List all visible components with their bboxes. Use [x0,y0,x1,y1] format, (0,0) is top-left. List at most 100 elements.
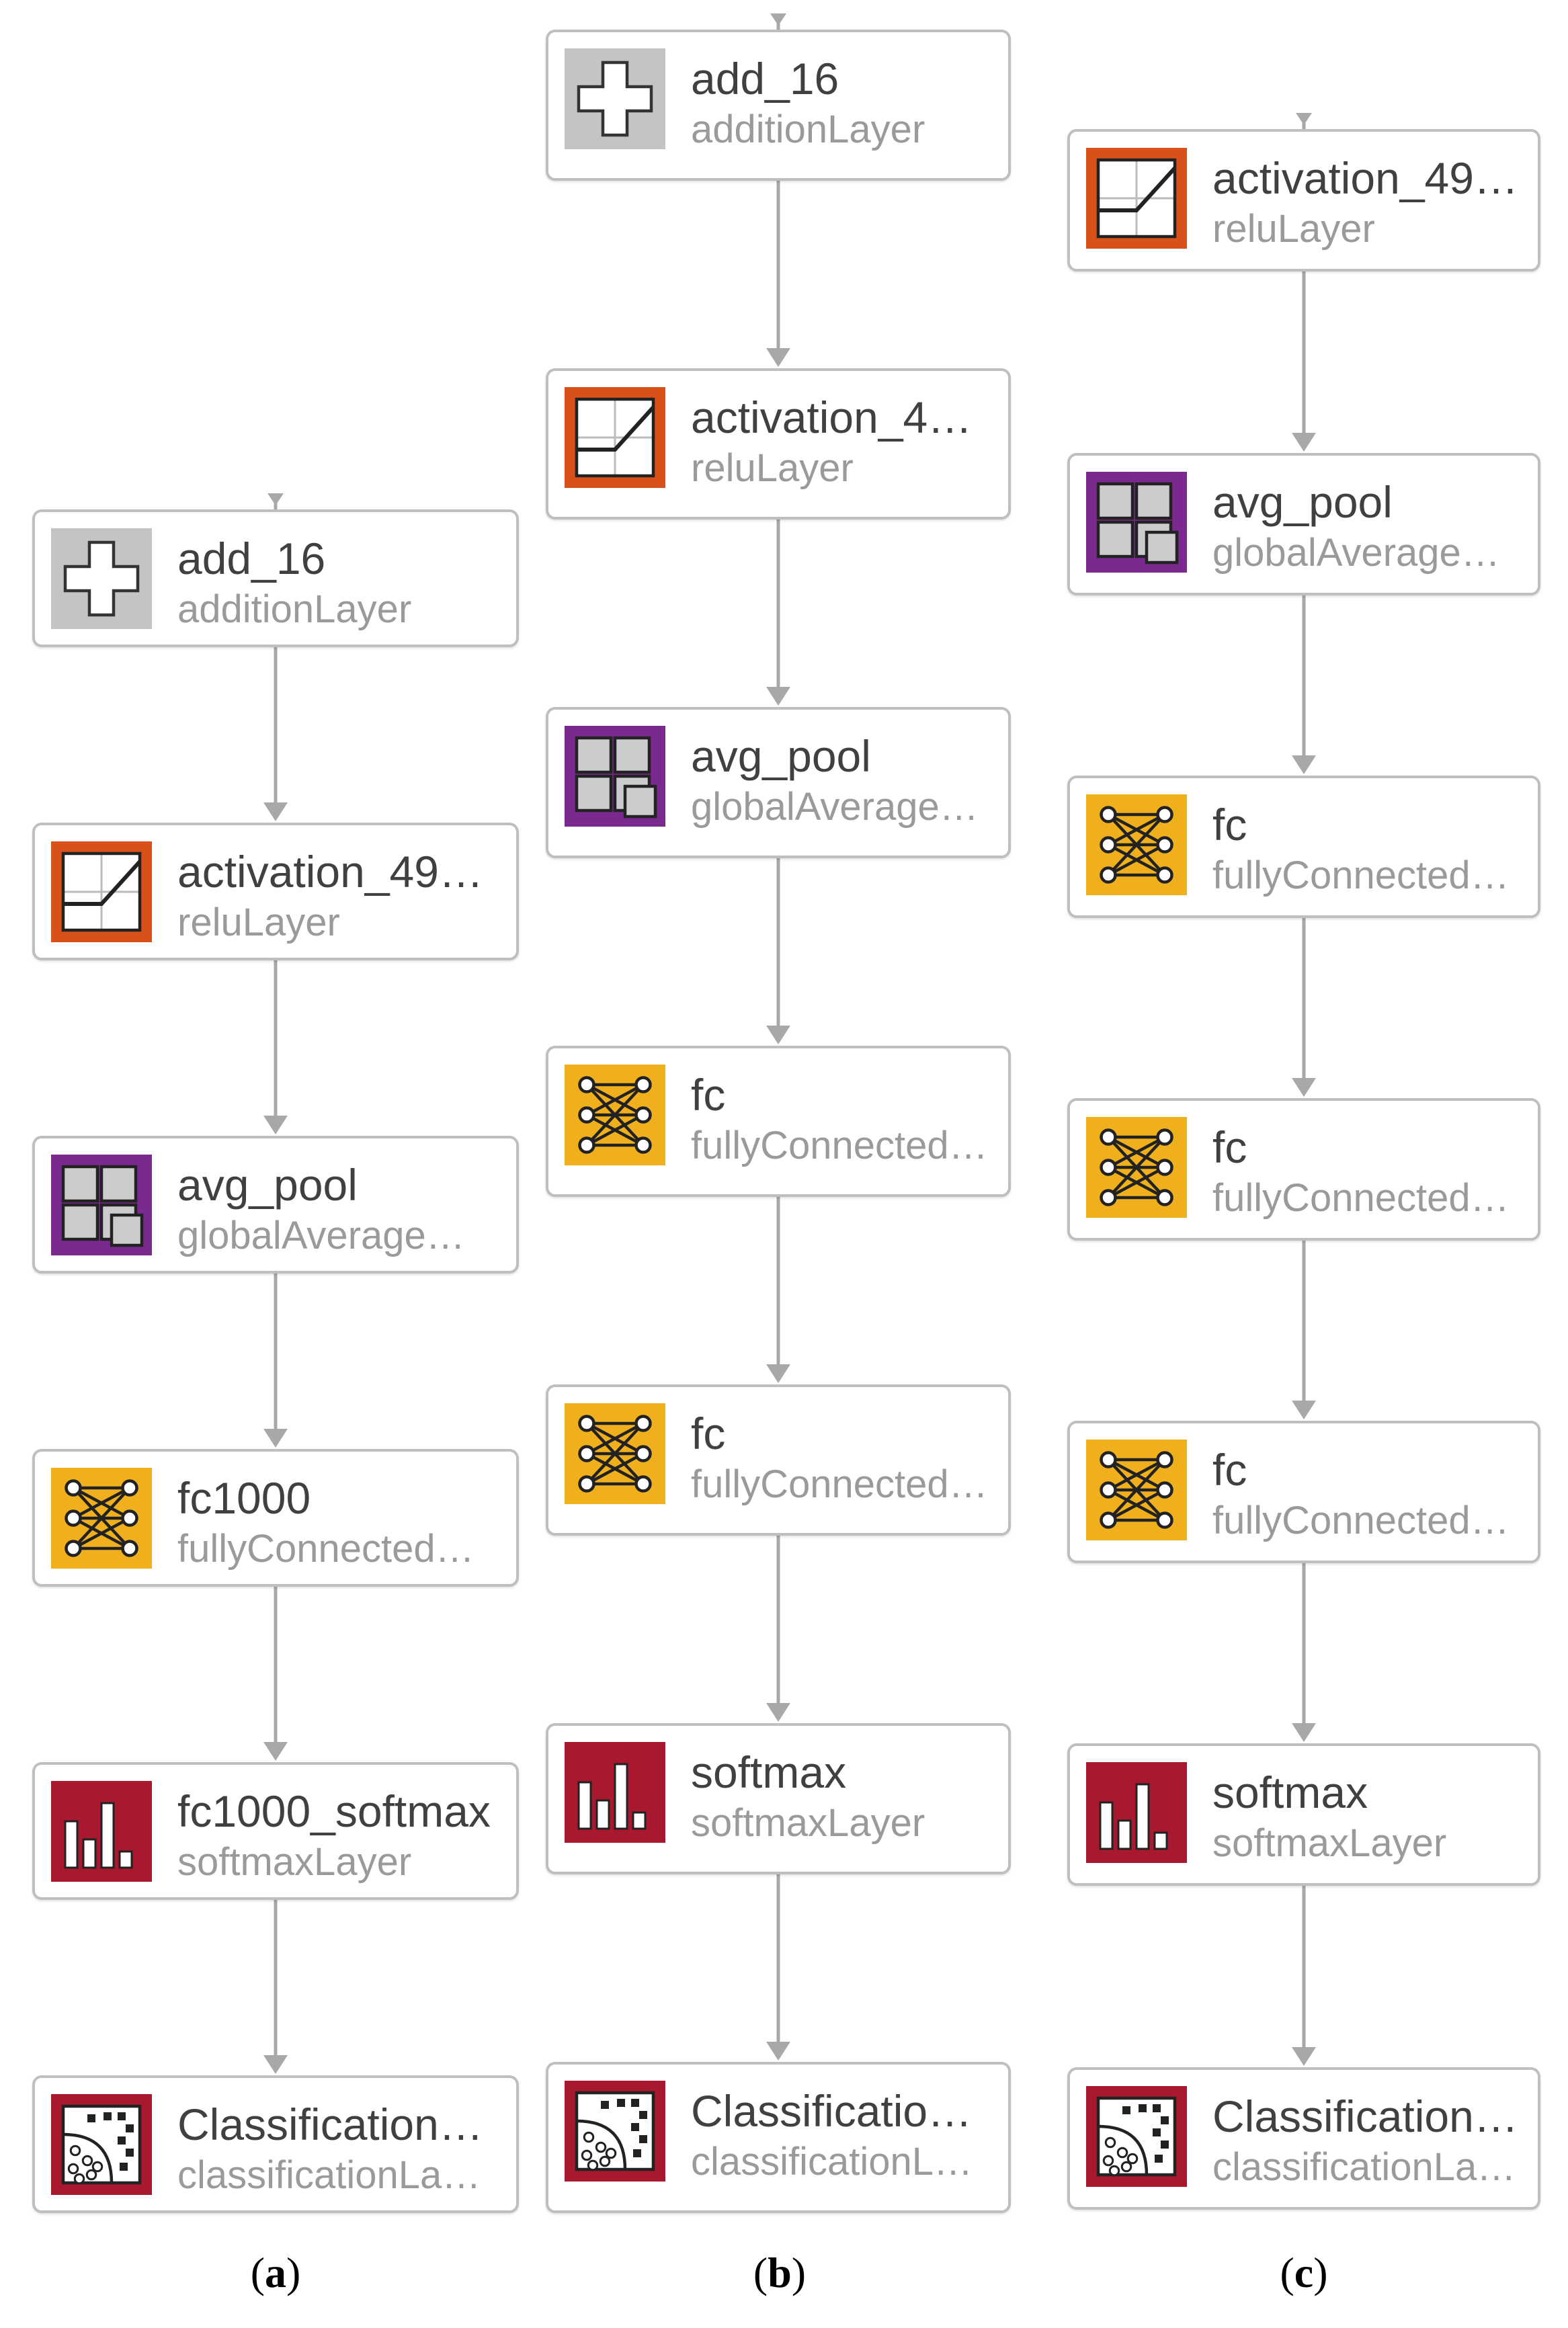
layer-type: fullyConnected… [1212,1499,1510,1542]
node-b-3[interactable]: fc fullyConnected… [546,1046,1011,1197]
node-b-1[interactable]: activation_49… reluLayer [546,368,1011,519]
classification-icon [565,2081,665,2181]
relu-icon-graphic [565,387,665,488]
relu-icon [565,387,665,488]
edge-c-in [1296,113,1312,129]
layer-name: Classification… [1212,2091,1518,2141]
fully-connected-icon-graphic [565,1065,665,1165]
node-c-3[interactable]: fc fullyConnected… [1067,1098,1540,1241]
fully-connected-icon [51,1468,152,1569]
edge-a-0 [263,647,288,821]
fully-connected-icon [1086,1117,1187,1218]
edge-c-0 [1292,272,1316,452]
node-b-5[interactable]: softmax softmaxLayer [546,1723,1011,1874]
node-c-6[interactable]: Classification… classificationLa… [1067,2067,1540,2210]
fully-connected-icon [1086,794,1187,895]
layer-type: globalAverage… [1212,531,1500,575]
classification-icon-graphic [1086,2086,1187,2187]
layer-type: globalAverage… [691,785,979,829]
layer-name: fc1000_softmax [177,1786,491,1836]
relu-icon-graphic [51,841,152,942]
layer-type: globalAverage… [177,1214,465,1257]
fully-connected-icon-graphic [51,1468,152,1569]
node-c-1[interactable]: avg_pool globalAverage… [1067,453,1540,595]
layer-type: classificationLa… [1212,2145,1516,2189]
node-a-3[interactable]: fc1000 fullyConnected… [32,1449,519,1587]
subfigure-label-c: (c) [1280,2249,1328,2296]
relu-icon [1086,148,1187,249]
column-b: add_16 additionLayer activation_49… relu… [0,0,1011,2213]
avg-pool-icon [51,1155,152,1255]
node-b-2[interactable]: avg_pool globalAverage… [546,707,1011,858]
fully-connected-icon-graphic [1086,1440,1187,1540]
fully-connected-icon-graphic [1086,1117,1187,1218]
layer-type: fullyConnected… [1212,854,1510,897]
edge-b-in [770,13,786,30]
node-c-4[interactable]: fc fullyConnected… [1067,1421,1540,1563]
classification-icon-graphic [565,2081,665,2181]
relu-icon-graphic [1086,148,1187,249]
layer-type: softmaxLayer [1212,1821,1447,1865]
layer-type: fullyConnected… [691,1462,988,1506]
layer-name: softmax [691,1747,847,1797]
edge-b-5 [766,1874,790,2061]
node-a-5[interactable]: Classification… classificationLa… [32,2075,519,2213]
edge-b-2 [766,858,790,1044]
edge-a-3 [263,1587,288,1761]
layer-name: activation_49… [177,847,483,897]
classification-icon [1086,2086,1187,2187]
node-c-2[interactable]: fc fullyConnected… [1067,776,1540,918]
layer-name: fc [1212,800,1247,849]
avg-pool-icon-graphic [51,1155,152,1255]
node-a-0[interactable]: add_16 additionLayer [32,509,519,647]
fully-connected-icon [565,1065,665,1165]
softmax-icon-graphic [51,1781,152,1882]
node-a-4[interactable]: fc1000_softmax softmaxLayer [32,1762,519,1900]
layer-type: reluLayer [177,901,340,944]
relu-icon [51,841,152,942]
edge-a-in [267,493,284,509]
column-c: activation_49… reluLayer avg_pool global… [0,0,1540,2210]
avg-pool-icon-graphic [1086,472,1187,573]
node-a-1[interactable]: activation_49… reluLayer [32,823,519,960]
layer-name: Classification… [691,2086,992,2136]
edge-c-5 [1292,1886,1316,2066]
avg-pool-icon-graphic [565,726,665,827]
column-a: add_16 additionLayer activation_49… relu… [0,0,519,2213]
layer-type: fullyConnected… [177,1527,474,1571]
layer-name: avg_pool [177,1160,358,1210]
edge-b-4 [766,1536,790,1722]
fully-connected-icon [1086,1440,1187,1540]
classification-icon-graphic [51,2094,152,2195]
layer-name: fc [691,1070,726,1120]
edge-c-2 [1292,918,1316,1097]
layer-type: reluLayer [691,446,854,490]
layer-type: softmaxLayer [177,1840,412,1884]
edge-a-2 [263,1274,288,1448]
addition-icon-graphic [51,528,152,629]
layer-type: classificationLa… [691,2140,992,2184]
node-b-6[interactable]: Classification… classificationLa… [546,2062,1011,2213]
fully-connected-icon-graphic [1086,794,1187,895]
subfigure-label-b: (b) [753,2249,807,2296]
softmax-icon-graphic [565,1742,665,1843]
fully-connected-icon [565,1403,665,1504]
layer-name: activation_49… [1212,153,1518,203]
layer-name: Classification… [177,2100,483,2149]
layer-name: avg_pool [1212,477,1393,527]
layer-name: activation_49… [691,392,992,442]
node-c-5[interactable]: softmax softmaxLayer [1067,1743,1540,1886]
layer-type: additionLayer [691,108,925,151]
layer-type: additionLayer [177,587,412,631]
avg-pool-icon [565,726,665,827]
node-b-0[interactable]: add_16 additionLayer [546,30,1011,181]
addition-icon [565,48,665,149]
edge-b-0 [766,181,790,367]
node-b-4[interactable]: fc fullyConnected… [546,1384,1011,1536]
softmax-icon [1086,1762,1187,1863]
node-a-2[interactable]: avg_pool globalAverage… [32,1136,519,1274]
softmax-icon-graphic [1086,1762,1187,1863]
addition-icon [51,528,152,629]
edge-c-4 [1292,1563,1316,1742]
node-c-0[interactable]: activation_49… reluLayer [1067,129,1540,272]
